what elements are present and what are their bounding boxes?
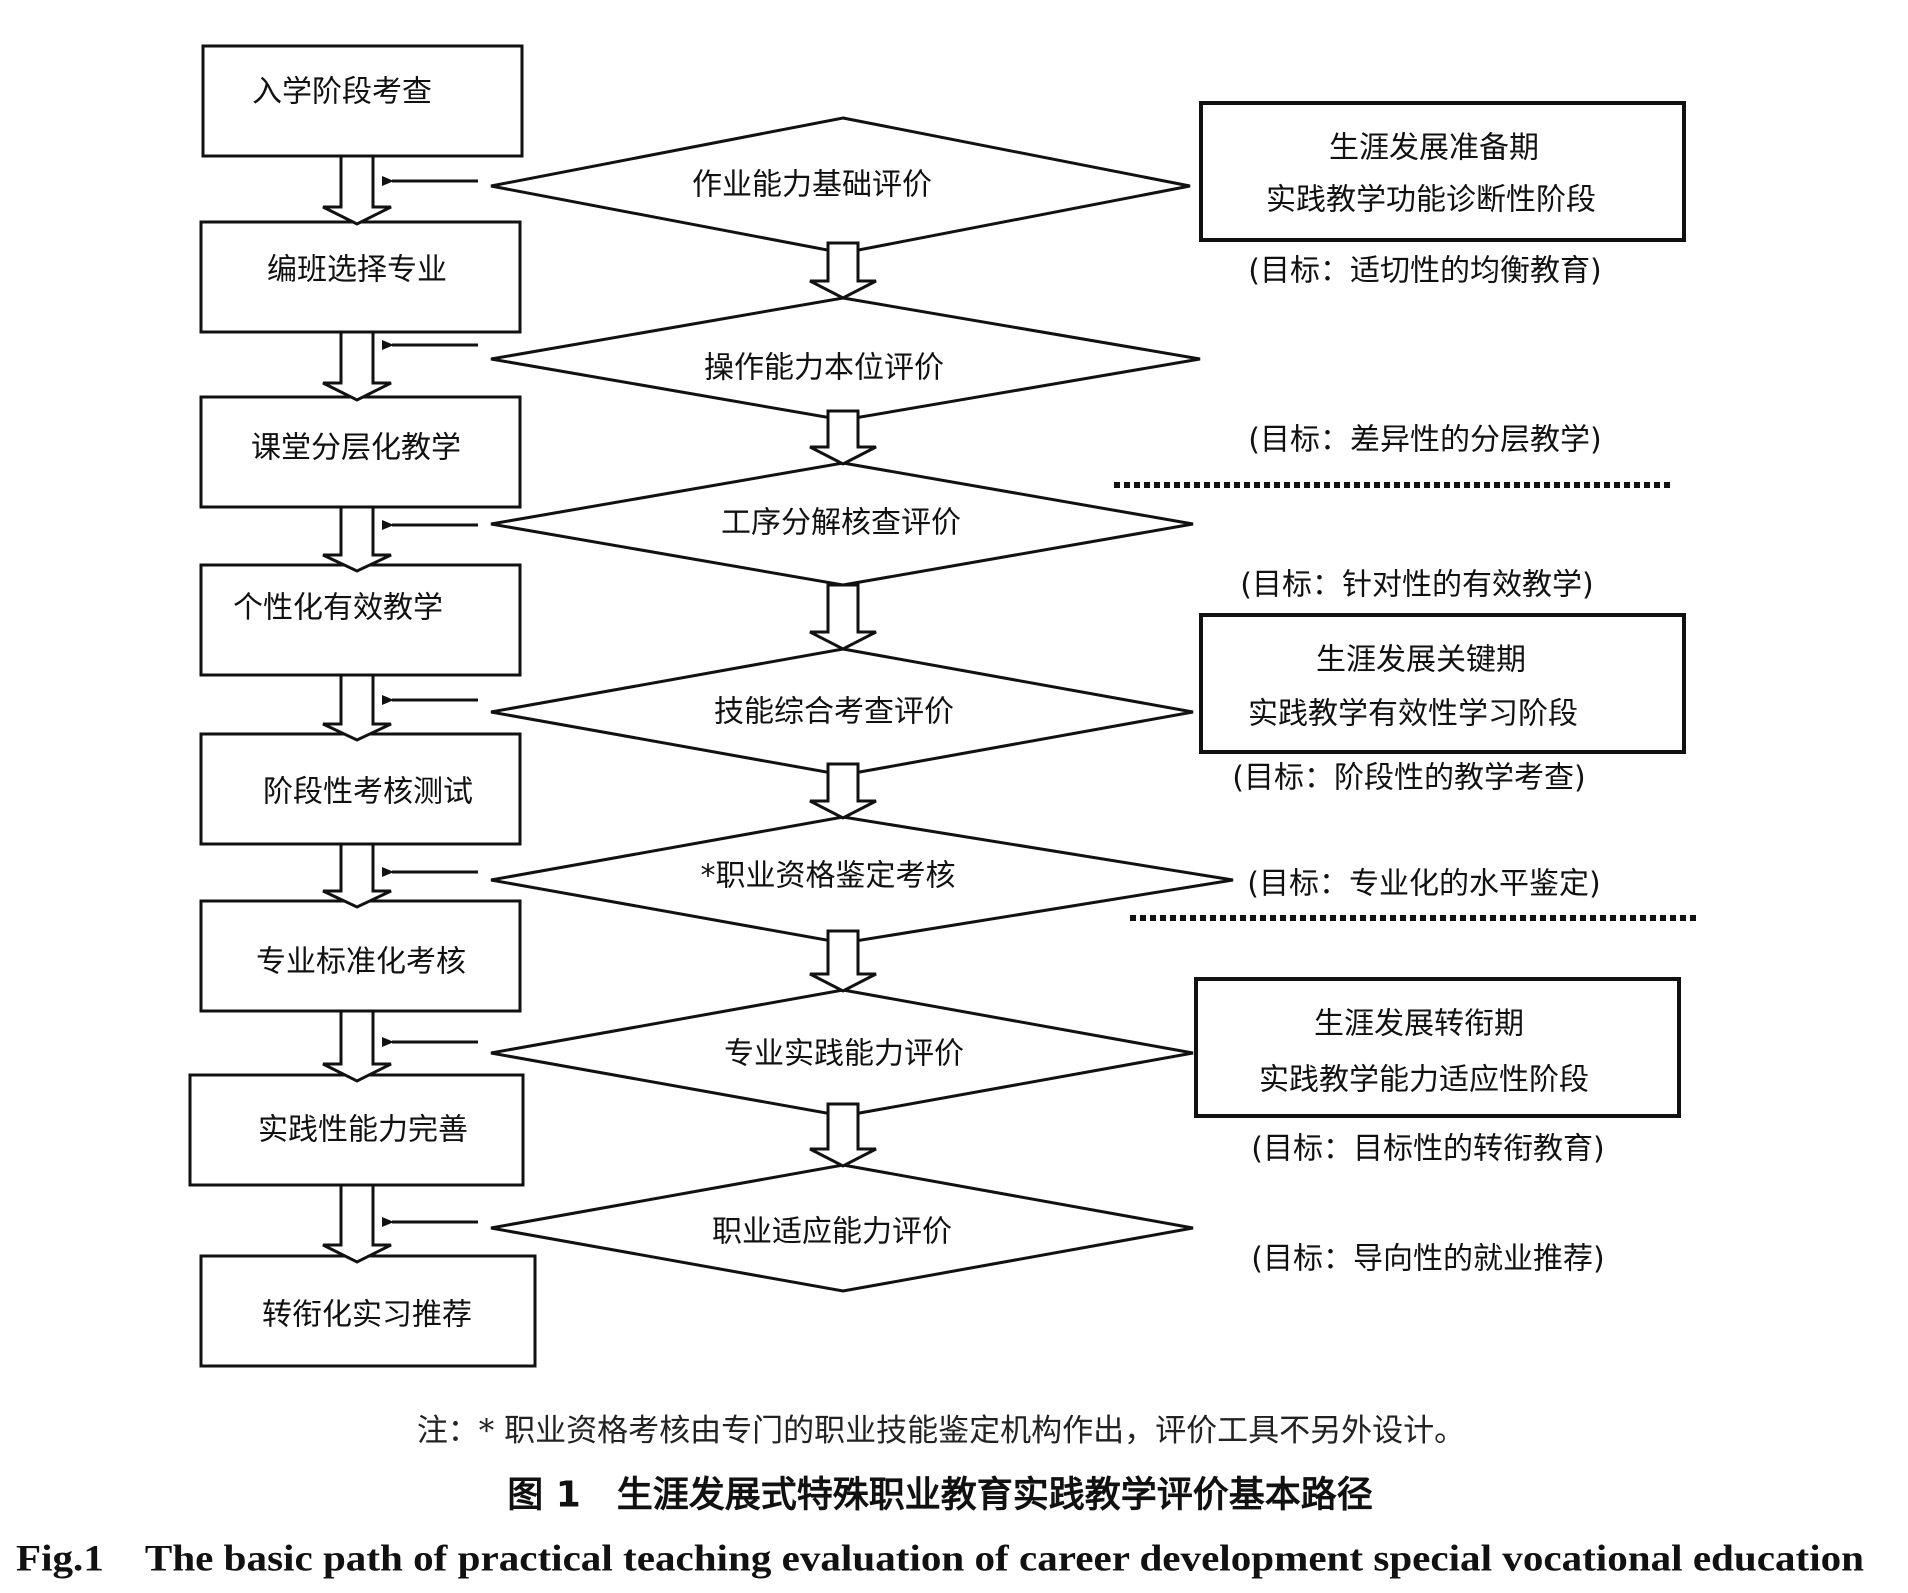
down-arrow-left-4 <box>322 673 392 742</box>
left-step-label: 阶段性考核测试 <box>263 775 473 810</box>
evaluation-label: 工序分解核查评价 <box>721 506 961 541</box>
figure-caption-en: Fig.1 The basic path of practical teachi… <box>16 1539 1864 1580</box>
goal-text: (目标：目标性的转衔教育) <box>1251 1132 1604 1167</box>
left-step-4: 个性化有效教学 <box>199 563 522 677</box>
down-arrow-left-6 <box>322 1009 392 1083</box>
down-arrow-center-1 <box>809 241 877 300</box>
evaluation-diamond-6: 专业实践能力评价 <box>490 988 1194 1118</box>
left-step-label: 实践性能力完善 <box>258 1113 468 1148</box>
down-arrow-left-3 <box>322 505 392 573</box>
stage-box-key: 生涯发展关键期 实践教学有效性学习阶段 <box>1199 613 1686 754</box>
stage-box-preparation: 生涯发展准备期 实践教学功能诊断性阶段 <box>1199 101 1686 242</box>
down-arrow-left-7 <box>322 1183 392 1264</box>
evaluation-label: *职业资格鉴定考核 <box>701 859 956 894</box>
evaluation-diamond-1: 作业能力基础评价 <box>490 116 1191 255</box>
stage-subtitle: 实践教学有效性学习阶段 <box>1248 697 1578 732</box>
left-step-2: 编班选择专业 <box>199 220 522 334</box>
evaluation-label: 技能综合考查评价 <box>714 695 954 730</box>
left-step-label: 专业标准化考核 <box>256 945 466 980</box>
down-arrow-left-2 <box>322 330 392 402</box>
evaluation-diamond-5: *职业资格鉴定考核 <box>490 815 1234 945</box>
goal-text: (目标：专业化的水平鉴定) <box>1247 867 1600 902</box>
down-arrow-center-4 <box>809 762 877 820</box>
left-step-5: 阶段性考核测试 <box>199 732 522 846</box>
goal-text: (目标：适切性的均衡教育) <box>1248 254 1601 289</box>
footnote: 注：* 职业资格考核由专门的职业技能鉴定机构作出，评价工具不另外设计。 <box>417 1413 1465 1449</box>
evaluation-label: 作业能力基础评价 <box>692 168 932 203</box>
stage-title: 生涯发展转衔期 <box>1314 1007 1524 1042</box>
evaluation-diamond-3: 工序分解核查评价 <box>490 461 1194 587</box>
evaluation-label: 职业适应能力评价 <box>712 1215 952 1250</box>
down-arrow-center-3 <box>809 583 877 651</box>
down-arrow-left-1 <box>322 154 392 226</box>
left-step-label: 转衔化实习推荐 <box>262 1298 472 1333</box>
evaluation-diamond-7: 职业适应能力评价 <box>490 1163 1194 1293</box>
left-step-7: 实践性能力完善 <box>188 1073 525 1187</box>
left-step-label: 入学阶段考查 <box>252 75 432 110</box>
down-arrow-center-6 <box>809 1102 877 1168</box>
stage-box-transition: 生涯发展转衔期 实践教学能力适应性阶段 <box>1194 977 1681 1118</box>
down-arrow-left-5 <box>322 842 392 909</box>
down-arrow-center-2 <box>809 409 877 466</box>
left-step-8: 转衔化实习推荐 <box>199 1254 537 1368</box>
goal-text: (目标：导向性的就业推荐) <box>1251 1242 1604 1277</box>
evaluation-diamond-2: 操作能力本位评价 <box>490 296 1201 422</box>
stage-title: 生涯发展关键期 <box>1316 643 1526 678</box>
left-step-label: 个性化有效教学 <box>233 591 443 626</box>
left-step-label: 编班选择专业 <box>267 253 447 288</box>
goal-text: (目标：差异性的分层教学) <box>1248 423 1601 458</box>
goal-text: (目标：针对性的有效教学) <box>1240 568 1593 603</box>
stage-title: 生涯发展准备期 <box>1329 131 1539 166</box>
goal-text: (目标：阶段性的教学考查) <box>1232 761 1585 796</box>
down-arrow-center-5 <box>809 929 877 993</box>
evaluation-label: 专业实践能力评价 <box>724 1037 964 1072</box>
left-step-label: 课堂分层化教学 <box>251 431 461 466</box>
left-step-1: 入学阶段考查 <box>201 44 524 158</box>
evaluation-label: 操作能力本位评价 <box>704 351 944 386</box>
stage-subtitle: 实践教学能力适应性阶段 <box>1259 1063 1589 1098</box>
stage-subtitle: 实践教学功能诊断性阶段 <box>1266 183 1596 218</box>
evaluation-diamond-4: 技能综合考查评价 <box>490 647 1194 777</box>
figure-caption-cn: 图 1 生涯发展式特殊职业教育实践教学评价基本路径 <box>507 1474 1373 1516</box>
left-step-6: 专业标准化考核 <box>199 899 522 1013</box>
left-step-3: 课堂分层化教学 <box>199 395 522 509</box>
